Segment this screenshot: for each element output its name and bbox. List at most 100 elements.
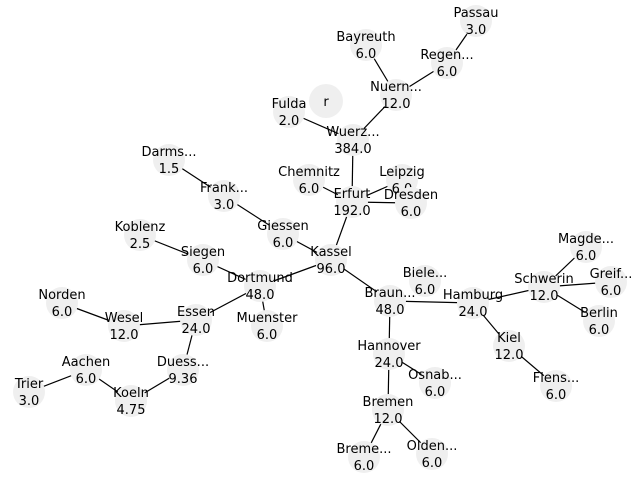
node-value: 6.0 — [76, 372, 97, 387]
node-name: Norden — [38, 288, 85, 303]
node-circle — [570, 231, 602, 263]
node-osnab: Osnab... 6.0 — [408, 367, 462, 400]
node-circle — [528, 271, 560, 303]
node-name: Schwerin — [514, 272, 573, 287]
node-circle — [46, 287, 78, 319]
node-name: Koeln — [113, 386, 149, 401]
node-name: Greif... — [590, 267, 633, 282]
node-name: Breme... — [336, 442, 391, 457]
node-value: 6.0 — [437, 65, 458, 80]
node-name: Kiel — [497, 331, 521, 346]
node-magde: Magde...6.0 — [558, 231, 614, 264]
node-name: Bayreuth — [336, 30, 395, 45]
node-name: Aachen — [62, 355, 110, 370]
node-name: Wesel — [105, 311, 143, 326]
node-essen: Essen 24.0 — [177, 304, 215, 337]
node-circle — [416, 438, 448, 470]
node-name: Flens... — [533, 371, 580, 386]
node-name: Olden... — [407, 439, 458, 454]
node-circle — [540, 370, 572, 402]
node-value: 12.0 — [374, 412, 403, 427]
node-name: Osnab... — [408, 368, 462, 383]
node-name: Regen... — [420, 48, 473, 63]
node-value: 12.0 — [382, 97, 411, 112]
node-value: 2.5 — [130, 237, 151, 252]
node-circle — [267, 218, 299, 250]
node-value: 6.0 — [546, 388, 567, 403]
node-value: 12.0 — [495, 348, 524, 363]
node-name: Darms... — [142, 145, 197, 160]
node-braun: Braun...48.0 — [364, 285, 416, 318]
node-value: 24.0 — [182, 322, 211, 337]
node-breme2: Breme...6.0 — [336, 441, 392, 474]
node-name: Giessen — [257, 219, 308, 234]
node-value: 96.0 — [317, 262, 346, 277]
node-circle — [187, 244, 219, 276]
node-circle — [273, 96, 305, 128]
node-circle — [431, 47, 463, 79]
node-value: 3.0 — [19, 394, 40, 409]
node-aachen: Aachen 6.0 — [62, 354, 110, 387]
node-value: 384.0 — [334, 142, 371, 157]
node-value: 6.0 — [257, 328, 278, 343]
node-name: Duess... — [157, 355, 209, 370]
node-name: Trier — [14, 377, 44, 392]
node-value: 3.0 — [466, 23, 487, 38]
node-trier: Trier 3.0 — [13, 376, 45, 409]
node-wuerz: Wuerz... 384.0 — [326, 124, 380, 157]
node-name: Hannover — [357, 339, 421, 354]
node-nuern: Nuern...12.0 — [370, 79, 422, 112]
node-value: 2.0 — [279, 114, 300, 129]
node-name: Braun... — [364, 286, 415, 301]
node-value: 3.0 — [214, 198, 235, 213]
node-circle — [380, 79, 412, 111]
node-name: Hamburg — [443, 288, 503, 303]
node-value: 12.0 — [530, 289, 559, 304]
node-circle — [419, 367, 451, 399]
node-value: 6.0 — [601, 284, 622, 299]
node-circle — [374, 285, 406, 317]
node-value: 6.0 — [415, 283, 436, 298]
node-schwerin: Schwerin 12.0 — [514, 271, 574, 304]
node-name: Magde... — [558, 232, 614, 247]
node-name: Essen — [177, 305, 215, 320]
node-flens: Flens... 6.0 — [533, 370, 580, 403]
node-name: Muenster — [237, 311, 299, 326]
node-value: 12.0 — [110, 328, 139, 343]
node-wesel: Wesel 12.0 — [105, 310, 143, 343]
node-circle — [348, 441, 380, 473]
node-value: 6.0 — [425, 385, 446, 400]
node-kassel: Kassel 96.0 — [310, 244, 352, 277]
node-circle — [493, 330, 525, 362]
node-name: Dresden — [384, 188, 438, 203]
node-circle — [372, 394, 404, 426]
node-circle — [315, 244, 347, 276]
node-circle — [70, 354, 102, 386]
node-value: 6.0 — [422, 456, 443, 471]
node-hamburg: Hamburg 24.0 — [443, 287, 503, 320]
node-circle — [180, 304, 212, 336]
node-value: 6.0 — [299, 182, 320, 197]
node-name: Wuerz... — [326, 125, 379, 140]
node-chemnitz: Chemnitz 6.0 — [278, 164, 340, 197]
node-darms: Darms...1.5 — [142, 144, 197, 177]
node-name: Frank... — [200, 181, 248, 196]
root-label: r — [323, 95, 329, 110]
node-value: 9.36 — [169, 372, 198, 387]
node-name: Kassel — [310, 245, 351, 260]
node-name: Chemnitz — [278, 165, 340, 180]
node-value: 24.0 — [459, 305, 488, 320]
